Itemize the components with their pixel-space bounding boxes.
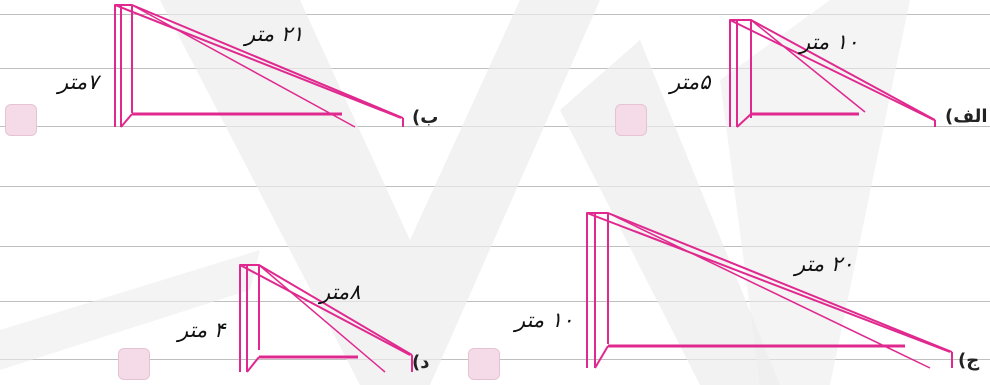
answer-box[interactable] [5, 104, 37, 136]
height-length: ۷متر [58, 70, 99, 94]
problem-label: د) [412, 352, 430, 373]
ruled-line [0, 14, 990, 15]
hypotenuse-length: ۲۱ متر [245, 22, 304, 46]
ruled-line [0, 246, 990, 247]
height-length: ۴ متر [178, 318, 226, 342]
hypotenuse-length: ۸متر [320, 280, 361, 304]
answer-box[interactable] [468, 348, 500, 380]
problem-label: ب) [412, 107, 439, 128]
problem-label: ج) [958, 350, 980, 371]
answer-box[interactable] [615, 104, 647, 136]
answer-box[interactable] [118, 348, 150, 380]
height-length: ۵متر [670, 70, 711, 94]
hypotenuse-length: ۲۰ متر [795, 252, 854, 276]
hypotenuse-length: ۱۰ متر [800, 30, 859, 54]
problem-label: الف) [945, 106, 988, 127]
height-length: ۱۰ متر [515, 308, 574, 332]
ruled-line [0, 301, 990, 302]
